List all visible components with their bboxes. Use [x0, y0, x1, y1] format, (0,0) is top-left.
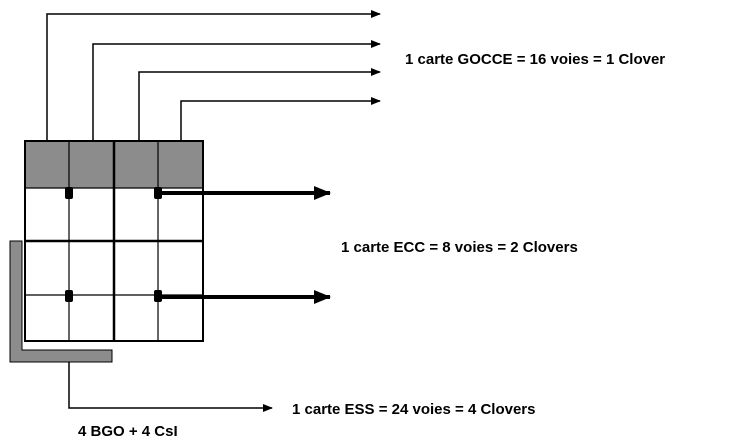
gocce-line-4	[180, 97, 381, 141]
ess-output-line	[68, 362, 273, 412]
gocce-label: 1 carte GOCCE = 16 voies = 1 Clover	[405, 51, 665, 68]
gocce-output-lines	[46, 10, 381, 141]
ecc-arrows	[158, 186, 331, 304]
detector-grid	[24, 140, 204, 342]
ecc-dot-top-left	[65, 187, 73, 199]
gocce-line-2	[92, 40, 381, 141]
crystals-label: 4 BGO + 4 CsI	[78, 423, 178, 440]
grid-outline	[24, 140, 204, 342]
gocce-line-3	[138, 68, 381, 141]
gocce-line-1	[46, 10, 381, 141]
shield-bracket	[9, 240, 113, 363]
ecc-dot-bottom-left	[65, 290, 73, 302]
ecc-label: 1 carte ECC = 8 voies = 2 Clovers	[341, 239, 578, 256]
ess-label: 1 carte ESS = 24 voies = 4 Clovers	[292, 401, 536, 418]
